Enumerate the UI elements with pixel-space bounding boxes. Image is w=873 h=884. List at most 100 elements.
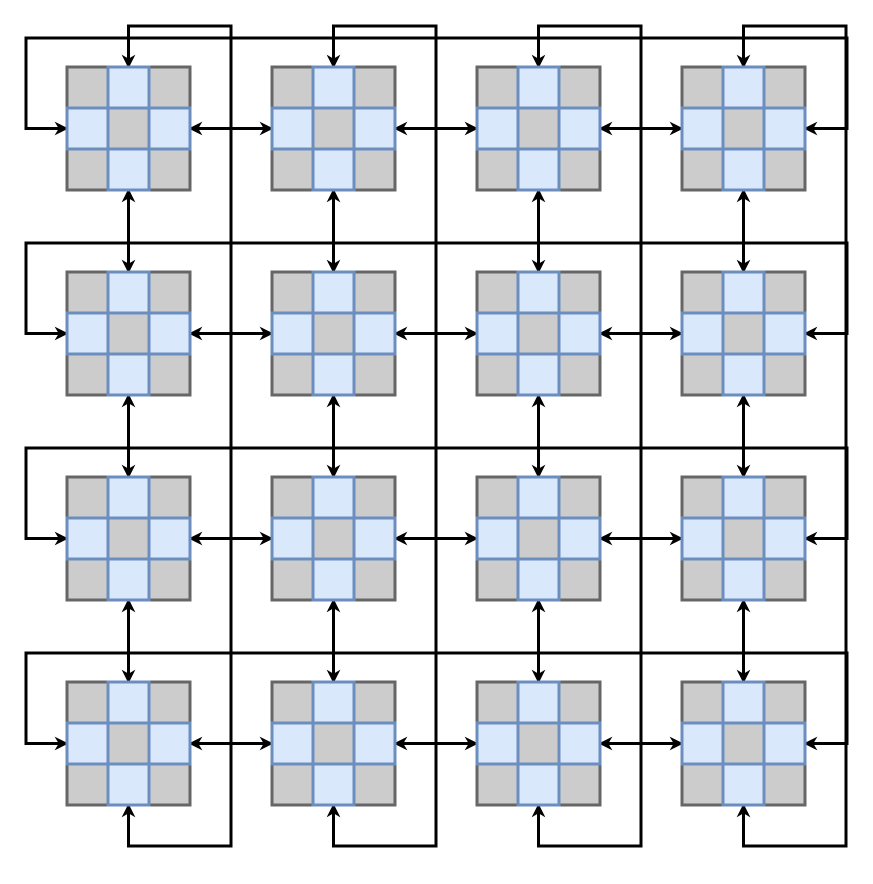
blue-cell xyxy=(311,147,356,192)
tile-r2-c2 xyxy=(270,270,397,397)
tile-r1-c2 xyxy=(270,65,397,192)
gray-cell xyxy=(270,352,315,397)
blue-cell xyxy=(680,106,725,151)
blue-cell xyxy=(106,557,151,602)
gray-cell xyxy=(680,147,725,192)
blue-cell xyxy=(516,65,561,110)
gray-cell xyxy=(352,475,397,520)
gray-cell xyxy=(516,721,561,766)
gray-cell xyxy=(106,516,151,561)
blue-cell xyxy=(680,721,725,766)
blue-cell xyxy=(721,65,766,110)
gray-cell xyxy=(762,147,807,192)
blue-cell xyxy=(516,475,561,520)
blue-cell xyxy=(557,106,602,151)
gray-cell xyxy=(270,270,315,315)
gray-cell xyxy=(270,762,315,807)
column-1-wrap-connector xyxy=(121,24,233,848)
blue-cell xyxy=(721,270,766,315)
gray-cell xyxy=(311,516,356,561)
blue-cell xyxy=(557,516,602,561)
blue-cell xyxy=(311,557,356,602)
blue-cell xyxy=(352,721,397,766)
connector-layer xyxy=(24,24,849,848)
blue-cell xyxy=(147,721,192,766)
gray-cell xyxy=(762,270,807,315)
gray-cell xyxy=(352,680,397,725)
gray-cell xyxy=(147,147,192,192)
tile-r4-c1 xyxy=(65,680,192,807)
gray-cell xyxy=(147,65,192,110)
gray-cell xyxy=(680,352,725,397)
tile-r4-c3 xyxy=(475,680,602,807)
gray-cell xyxy=(762,352,807,397)
tile-r3-c3 xyxy=(475,475,602,602)
blue-cell xyxy=(475,516,520,561)
tile-r3-c1 xyxy=(65,475,192,602)
gray-cell xyxy=(680,680,725,725)
gray-cell xyxy=(106,106,151,151)
tile-layer xyxy=(65,65,807,807)
tile-r1-c1 xyxy=(65,65,192,192)
blue-cell xyxy=(65,106,110,151)
gray-cell xyxy=(352,147,397,192)
blue-cell xyxy=(147,106,192,151)
gray-cell xyxy=(147,680,192,725)
blue-cell xyxy=(516,680,561,725)
blue-cell xyxy=(65,311,110,356)
blue-cell xyxy=(270,516,315,561)
tile-r1-c4 xyxy=(680,65,807,192)
gray-cell xyxy=(352,65,397,110)
gray-cell xyxy=(147,762,192,807)
blue-cell xyxy=(762,311,807,356)
blue-cell xyxy=(270,311,315,356)
blue-cell xyxy=(516,270,561,315)
blue-cell xyxy=(352,106,397,151)
gray-cell xyxy=(475,352,520,397)
blue-cell xyxy=(311,680,356,725)
blue-cell xyxy=(106,65,151,110)
gray-cell xyxy=(516,311,561,356)
column-4-wrap-connector xyxy=(736,24,848,848)
gray-cell xyxy=(147,270,192,315)
gray-cell xyxy=(147,557,192,602)
gray-cell xyxy=(721,721,766,766)
tile-r3-c4 xyxy=(680,475,807,602)
gray-cell xyxy=(557,762,602,807)
gray-cell xyxy=(65,475,110,520)
tile-r4-c4 xyxy=(680,680,807,807)
gray-cell xyxy=(270,557,315,602)
gray-cell xyxy=(721,311,766,356)
gray-cell xyxy=(680,475,725,520)
gray-cell xyxy=(557,557,602,602)
blue-cell xyxy=(721,680,766,725)
gray-cell xyxy=(352,557,397,602)
tile-r2-c4 xyxy=(680,270,807,397)
gray-cell xyxy=(352,762,397,807)
gray-cell xyxy=(65,680,110,725)
blue-cell xyxy=(475,106,520,151)
gray-cell xyxy=(65,352,110,397)
gray-cell xyxy=(475,762,520,807)
blue-cell xyxy=(147,516,192,561)
gray-cell xyxy=(311,721,356,766)
gray-cell xyxy=(762,475,807,520)
tile-r4-c2 xyxy=(270,680,397,807)
blue-cell xyxy=(762,721,807,766)
blue-cell xyxy=(516,762,561,807)
gray-cell xyxy=(516,106,561,151)
gray-cell xyxy=(352,270,397,315)
gray-cell xyxy=(516,516,561,561)
blue-cell xyxy=(516,352,561,397)
blue-cell xyxy=(680,516,725,561)
gray-cell xyxy=(557,680,602,725)
blue-cell xyxy=(475,311,520,356)
blue-cell xyxy=(311,65,356,110)
gray-cell xyxy=(557,352,602,397)
blue-cell xyxy=(106,147,151,192)
blue-cell xyxy=(721,762,766,807)
gray-cell xyxy=(557,475,602,520)
blue-cell xyxy=(270,721,315,766)
gray-cell xyxy=(65,65,110,110)
